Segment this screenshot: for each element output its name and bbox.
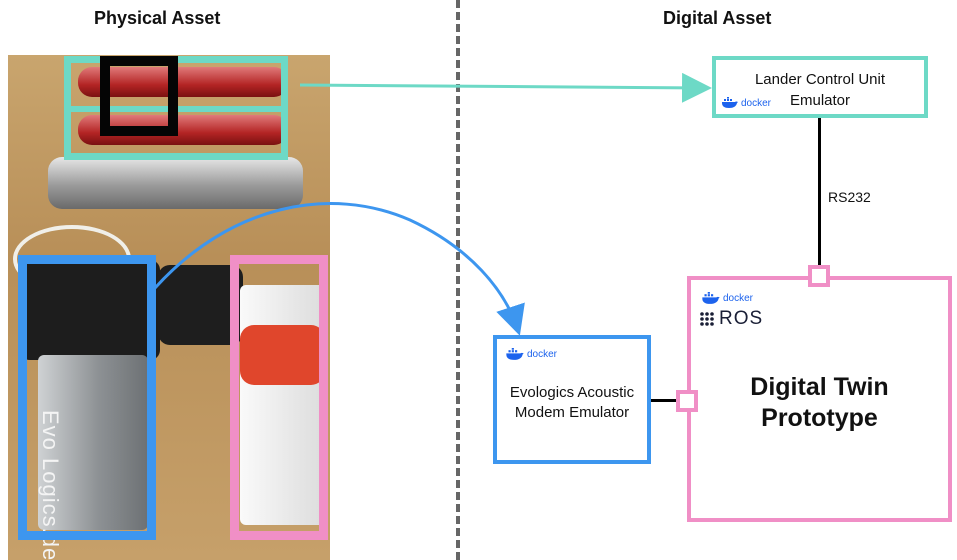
hardware-photo: Evo Logics.de [8,55,330,560]
docker-whale-icon [702,292,720,304]
lander-emulator-box: Lander Control Unit Emulator docker [712,56,928,118]
red-band [240,325,325,385]
docker-whale-icon [722,97,738,108]
twin-title-line2: Prototype [761,404,878,432]
docker-badge: docker [505,348,557,361]
lander-mapping-arrow [299,72,712,103]
modem-title-line2: Modem Emulator [514,404,630,421]
modem-emulator-box: docker Evologics Acoustic Modem Emulator [493,335,651,464]
docker-badge: docker [721,97,771,109]
modem-highlight-box [18,255,156,540]
ros-dots-icon [700,312,714,326]
twin-title-line1: Digital Twin [750,373,889,401]
docker-label: docker [527,349,558,360]
section-divider [456,0,460,560]
twin-port-left [676,390,698,412]
docker-whale-icon [506,348,524,360]
ros-badge: ROS [699,308,763,330]
twin-highlight-box [230,255,328,540]
digital-twin-box: docker ROS Digital Twin Prototype [687,276,952,522]
modem-black-cap [20,260,160,360]
lander-title-line1: Lander Control Unit [754,71,886,88]
physical-asset-heading: Physical Asset [94,8,221,28]
rs232-link [818,118,821,265]
docker-label: docker [741,97,772,109]
ros-label: ROS [719,308,764,329]
docker-badge: docker [701,292,753,305]
modem-title-line1: Evologics Acoustic [509,384,635,401]
twin-port-top [808,265,830,287]
lander-title-line2: Emulator [789,92,851,109]
grey-housing [48,157,303,209]
black-housing-middle [158,265,243,345]
modem-twin-link [651,399,676,402]
rs232-label: RS232 [828,189,871,205]
modem-mapping-arrow [153,202,525,336]
docker-label: docker [723,293,754,304]
red-housing-top [78,67,288,97]
connector-highlight-box [100,56,178,136]
digital-asset-heading: Digital Asset [663,8,772,28]
modem-metal-body [38,355,148,530]
